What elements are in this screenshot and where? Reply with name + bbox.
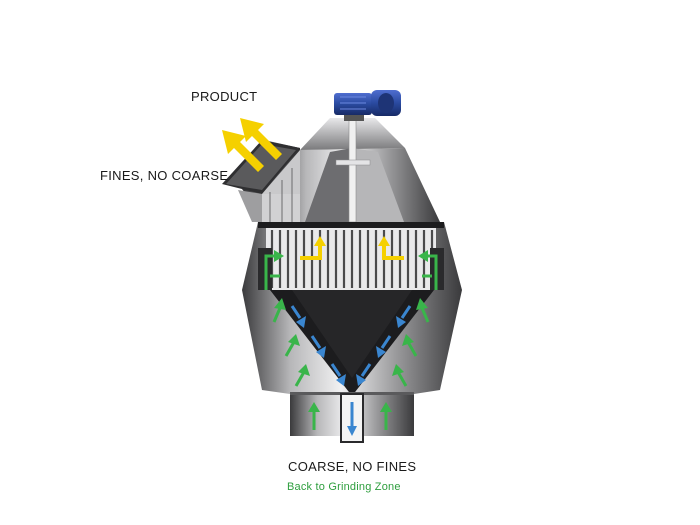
cage-product-arrows <box>300 244 404 260</box>
coarse-no-fines-label: COARSE, NO FINES <box>288 459 417 474</box>
product-arrow-icon <box>222 118 282 172</box>
motor-icon <box>334 90 401 121</box>
top-housing <box>268 117 440 223</box>
upflow-arrow-icon <box>264 254 438 430</box>
fines-no-coarse-label: FINES, NO COARSE <box>100 168 229 183</box>
downflow-arrow-icon <box>290 305 412 428</box>
cage-arrowheads <box>314 236 390 246</box>
downflow-arrowheads <box>296 316 406 436</box>
upflow-arrowheads <box>274 250 428 412</box>
classifier-cage <box>242 222 462 290</box>
product-outlet-duct <box>222 140 300 222</box>
back-to-grinding-label: Back to Grinding Zone <box>287 481 401 493</box>
product-label: PRODUCT <box>191 89 258 104</box>
